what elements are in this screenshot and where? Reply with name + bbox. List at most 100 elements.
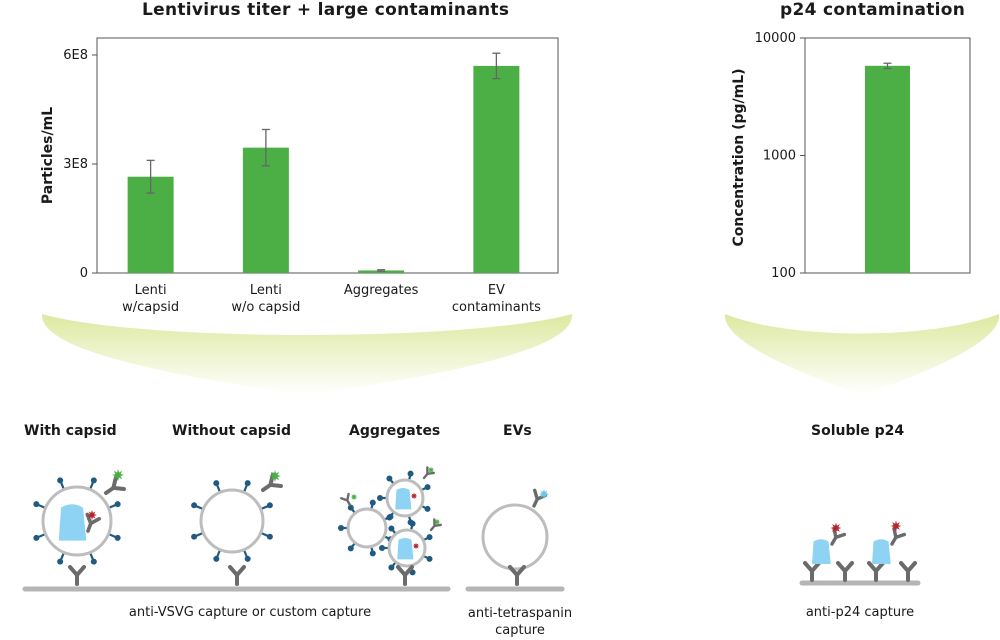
antibody-agg-1 xyxy=(340,492,352,507)
spike-with-capsid-tip xyxy=(33,534,40,541)
tag-red-p24-2 xyxy=(890,520,902,532)
chart2-bar xyxy=(865,65,910,273)
chart1-category-label: EV xyxy=(488,283,505,298)
tag-red-agg-2 xyxy=(410,492,418,500)
spike-without-capsid-tip xyxy=(244,480,251,487)
spike-agg-1-tip xyxy=(369,499,376,506)
capture-schematic xyxy=(22,466,921,592)
chart1-category-label: Aggregates xyxy=(344,283,419,298)
spike-with-capsid-tip xyxy=(90,558,97,565)
caption-tetraspanin-line1: anti-tetraspanin xyxy=(467,606,573,621)
antibody-detect-p24-2 xyxy=(890,526,907,546)
chart1-title: Lentivirus titer + large contaminants xyxy=(142,0,510,20)
antibody-capture-2 xyxy=(228,565,246,586)
spike-with-capsid-tip xyxy=(90,477,97,484)
spike-without-capsid-tip xyxy=(213,480,220,487)
spike-with-capsid-tip xyxy=(57,477,64,484)
spike-with-capsid-tip xyxy=(33,501,40,508)
antibody-detect-vsvg xyxy=(104,475,126,495)
spike-without-capsid-tip xyxy=(266,533,273,540)
chart2-ytick-label: 10000 xyxy=(755,31,796,46)
antibody-capture-p24 xyxy=(867,561,885,582)
tag-green-agg-2 xyxy=(427,466,435,474)
p24-protein-1 xyxy=(812,539,831,564)
label-evs: EVs xyxy=(503,423,532,439)
chart1-bar xyxy=(242,147,289,273)
vesicle-without-capsid xyxy=(199,488,265,554)
chart1-category-label: w/o capsid xyxy=(231,300,300,315)
spike-agg-3-tip xyxy=(426,555,433,562)
spike-without-capsid-tip xyxy=(191,533,198,540)
chart2-ytick-label: 1000 xyxy=(763,149,796,164)
antibody-capture-3 xyxy=(396,565,414,586)
spike-with-capsid-tip xyxy=(114,534,121,541)
chart1-category-label: w/capsid xyxy=(122,300,179,315)
spike-without-capsid-tip xyxy=(191,502,198,509)
label-with-capsid: With capsid xyxy=(24,423,117,439)
spike-without-capsid-tip xyxy=(213,555,220,562)
antibody-internal xyxy=(85,512,101,533)
spike-with-capsid-tip xyxy=(114,501,121,508)
antibody-agg-2 xyxy=(422,466,435,480)
capsid-agg-2 xyxy=(395,487,412,510)
chart2-title: p24 contamination xyxy=(780,0,966,20)
spike-with-capsid-tip xyxy=(57,558,64,565)
chart1-ytick-label: 6E8 xyxy=(63,48,88,63)
tag-red-agg-3 xyxy=(412,542,420,550)
tag-red-p24-1 xyxy=(830,522,842,534)
chart1-ylabel: Particles/mL xyxy=(40,107,56,204)
label-soluble-p24: Soluble p24 xyxy=(811,423,905,439)
spike-agg-2-tip xyxy=(407,470,414,477)
chart1-category-label: contaminants xyxy=(452,300,541,315)
spike-agg-3-tip xyxy=(426,534,433,541)
spike-agg-1-tip xyxy=(338,525,344,531)
antibody-capture-p24 xyxy=(899,561,917,582)
caption-tetraspanin-capture: anti-tetraspanin capture xyxy=(440,605,600,639)
spike-agg-2-tip xyxy=(424,505,431,512)
chart1-ytick-label: 0 xyxy=(80,266,88,281)
spike-agg-2-tip xyxy=(386,514,393,521)
chart2-ylabel: Concentration (pg/mL) xyxy=(731,68,747,246)
tag-blue-ev xyxy=(539,489,549,499)
tag-green-agg-1 xyxy=(350,493,358,501)
tag-green-with-capsid xyxy=(112,469,124,481)
vesicle-agg-1 xyxy=(346,507,388,549)
tag-green-agg-3 xyxy=(433,518,441,526)
spike-agg-3-tip xyxy=(388,525,395,532)
funnel-shapes xyxy=(41,314,1000,395)
antibody-agg-3 xyxy=(429,518,442,532)
antibody-capture-p24 xyxy=(803,561,821,582)
funnel-right xyxy=(724,314,1000,395)
spike-agg-3-tip xyxy=(409,520,416,527)
chart1-frame xyxy=(96,37,559,274)
caption-tetraspanin-line2: capture xyxy=(495,623,545,638)
spike-agg-2-tip xyxy=(386,475,393,482)
caption-p24-capture: anti-p24 capture xyxy=(805,605,915,620)
capsid-agg-3 xyxy=(397,537,414,560)
spike-agg-1-tip xyxy=(347,504,354,511)
spike-agg-1-tip xyxy=(347,545,354,552)
chart1-bar xyxy=(473,65,520,274)
spike-without-capsid-tip xyxy=(266,502,273,509)
tag-red-with-capsid xyxy=(87,510,97,520)
caption-vsvg-capture: anti-VSVG capture or custom capture xyxy=(128,605,372,620)
spike-agg-3-tip xyxy=(379,545,385,551)
chart1-ytick-label: 3E8 xyxy=(63,157,88,172)
chart1-category-label: Lenti xyxy=(250,283,282,298)
label-without-capsid: Without capsid xyxy=(172,423,291,439)
spike-agg-3-tip xyxy=(388,564,395,571)
tag-green-without-capsid xyxy=(269,470,281,482)
spike-without-capsid-tip xyxy=(244,555,251,562)
chart1-category-label: Lenti xyxy=(135,283,167,298)
vesicle-ev xyxy=(481,503,549,571)
antibody-capture-1 xyxy=(68,565,86,586)
p24-protein-2 xyxy=(872,539,891,564)
spike-agg-2-tip xyxy=(424,484,431,491)
capsid-with-capsid xyxy=(58,504,87,541)
antibody-capture-p24 xyxy=(836,561,854,582)
label-aggregates: Aggregates xyxy=(349,423,441,439)
spike-agg-2-tip xyxy=(377,495,383,501)
antibody-capture-ev xyxy=(508,565,526,586)
